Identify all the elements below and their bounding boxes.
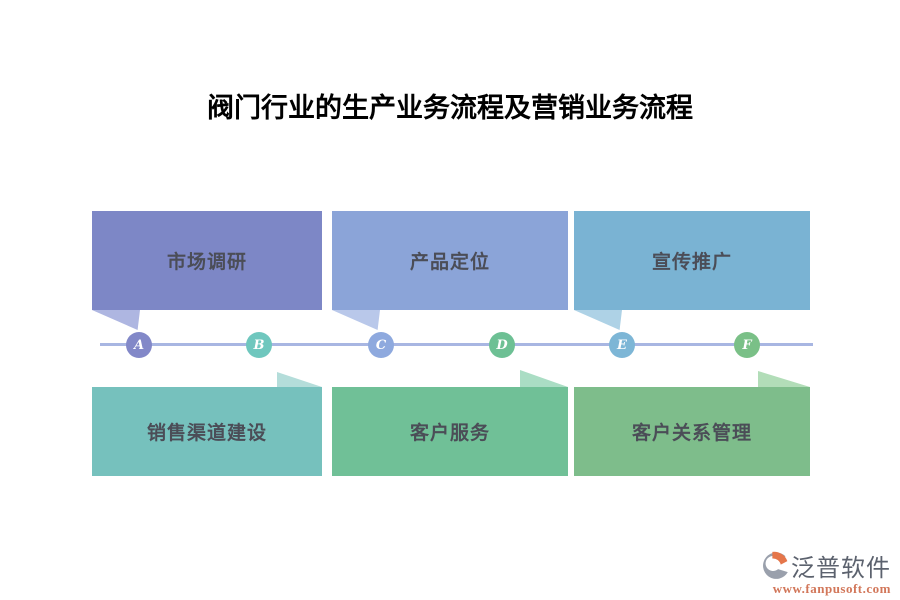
box-sales-channel: 销售渠道建设 <box>92 387 322 476</box>
tail-promotion <box>574 310 622 330</box>
box-market-research: 市场调研 <box>92 211 322 310</box>
timeline-node-a: A <box>126 332 152 358</box>
fanpu-logo-name: 泛普软件 <box>791 556 891 582</box>
timeline-node-c: C <box>368 332 394 358</box>
fanpu-logo: 泛普软件 www.fanpusoft.com <box>760 548 891 597</box>
timeline-node-e: E <box>609 332 635 358</box>
tail-market-research <box>92 310 140 330</box>
tail-customer-service <box>520 370 568 387</box>
timeline-node-f: F <box>734 332 760 358</box>
tail-crm <box>758 371 810 387</box>
tail-product-positioning <box>332 310 380 330</box>
timeline-node-b: B <box>246 332 272 358</box>
tail-sales-channel <box>277 372 322 387</box>
page-title: 阀门行业的生产业务流程及营销业务流程 <box>207 93 693 123</box>
box-crm-label: 客户关系管理 <box>631 423 752 444</box>
fanpu-swirl-icon <box>763 551 788 579</box>
box-sales-channel-label: 销售渠道建设 <box>146 423 267 444</box>
fanpu-logo-url: www.fanpusoft.com <box>772 581 891 596</box>
box-customer-service-label: 客户服务 <box>409 423 490 444</box>
box-product-positioning: 产品定位 <box>332 211 568 310</box>
box-promotion-label: 宣传推广 <box>651 252 732 273</box>
timeline-node-d: D <box>489 332 515 358</box>
box-market-research-label: 市场调研 <box>166 252 247 273</box>
timeline-line <box>100 343 813 346</box>
box-crm: 客户关系管理 <box>574 387 810 476</box>
box-product-positioning-label: 产品定位 <box>409 252 490 273</box>
box-promotion: 宣传推广 <box>574 211 810 310</box>
box-customer-service: 客户服务 <box>332 387 568 476</box>
